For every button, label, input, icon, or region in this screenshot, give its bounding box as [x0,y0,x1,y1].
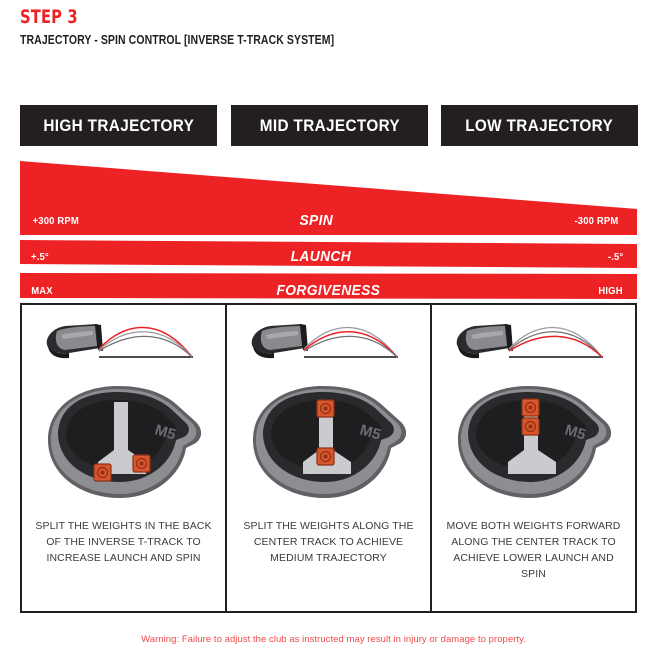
driver-side-view-icon [46,324,103,359]
driver-sole-illustration-mid: M5 [253,386,407,498]
step-title: STEP 3 [20,6,78,28]
weight-center-bottom[interactable] [316,447,335,466]
arc-mid [508,331,602,358]
arc-low [98,335,192,358]
trajectory-header-mid-label: MID TRAJECTORY [259,115,400,135]
attribute-scale-graphic: SPIN +300 RPM -300 RPM LAUNCH +.5° -.5° … [0,158,667,303]
attribute-name-forgiveness: FORGIVENESS [276,282,381,299]
attribute-name-spin: SPIN [299,212,334,229]
attribute-left-value-launch: +.5° [30,251,49,263]
attribute-right-value-spin: -300 RPM [574,215,619,227]
weight-forward-lower[interactable] [521,417,540,436]
trajectory-header-high: HIGH TRAJECTORY [20,105,217,146]
trajectory-illustration-high [46,324,193,359]
panel-caption-low: MOVE BOTH WEIGHTS FORWARD ALONG THE CENT… [446,520,621,580]
trajectory-header-high-label: HIGH TRAJECTORY [43,115,194,135]
club-badge-m5: M5 [563,422,588,444]
trajectory-header-low-label: LOW TRAJECTORY [465,115,614,135]
arc-mid [98,331,192,358]
driver-sole-illustration-high: M5 [48,386,202,498]
club-badge-m5: M5 [153,422,178,444]
arc-low [303,335,397,358]
panel-caption-high: SPLIT THE WEIGHTS IN THE BACK OF THE INV… [35,520,212,564]
club-badge-m5: M5 [358,422,383,444]
attribute-left-value-spin: +300 RPM [32,215,79,227]
inverse-t-track [303,402,351,474]
attribute-right-value-forgiveness: HIGH [598,285,623,297]
trajectory-header-mid: MID TRAJECTORY [231,105,428,146]
arc-low-highlight [508,335,603,358]
driver-sole-illustration-low: M5 [458,386,612,498]
attribute-left-value-forgiveness: MAX [31,285,53,297]
trajectory-illustration-low [456,324,603,359]
arc-high-highlight [97,326,193,358]
driver-side-view-icon [456,324,513,359]
step-subtitle: TRAJECTORY - SPIN CONTROL [INVERSE T-TRA… [20,33,335,47]
trajectory-illustration-mid [251,324,398,359]
wedge-svg [20,161,637,299]
launch-bar-shape [20,240,637,268]
weight-back-right[interactable] [132,454,151,473]
configuration-panels: M5 SPLIT THE WEIGHTS IN THE BACK OF THE … [20,303,637,613]
panel-low-trajectory: M5 MOVE BOTH WEIGHTS FORWARD ALONG THE C… [430,305,635,611]
footer-warning-text: Warning: Failure to adjust the club as i… [141,634,526,645]
weight-back-left[interactable] [93,463,112,482]
panel-caption-mid: SPLIT THE WEIGHTS ALONG THE CENTER TRACK… [243,520,414,564]
trajectory-header-low: LOW TRAJECTORY [441,105,638,146]
weight-forward-upper[interactable] [521,398,540,417]
panel-mid-trajectory: M5 SPLIT THE WEIGHTS ALONG THE CENTER TR… [225,305,430,611]
attribute-name-launch: LAUNCH [290,248,352,265]
inverse-t-track [508,402,556,474]
weight-center-top[interactable] [316,399,335,418]
attribute-right-value-launch: -.5° [607,251,624,263]
forgiveness-bar-shape [20,273,637,299]
driver-side-view-icon [251,324,308,359]
spin-wedge-shape [20,161,637,235]
arc-high [303,326,398,358]
arc-high [508,326,603,358]
arc-mid-highlight [303,331,398,358]
panel-high-trajectory: M5 SPLIT THE WEIGHTS IN THE BACK OF THE … [22,305,225,611]
